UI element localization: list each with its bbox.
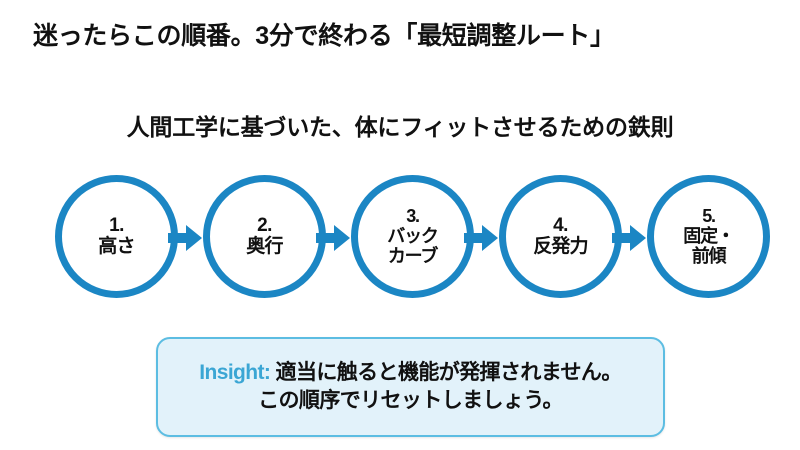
flow-step-3[interactable]: 3. バック カーブ bbox=[351, 175, 474, 298]
flow-step-5-number: 5. bbox=[702, 205, 716, 226]
flow-step-5-label-2: 前傾 bbox=[691, 245, 727, 266]
insight-line-2: この順序でリセットしましょう。 bbox=[258, 389, 563, 412]
insight-callout: Insight: 適当に触ると機能が発揮されません。 この順序でリセットしましょ… bbox=[156, 337, 665, 437]
flow-step-2-number: 2. bbox=[257, 214, 272, 236]
flow-step-3-number: 3. bbox=[406, 205, 420, 226]
flow-step-4-label: 反発力 bbox=[533, 235, 588, 257]
insight-label: Insight: bbox=[199, 361, 276, 385]
flow-step-5-label: 固定・ bbox=[683, 225, 735, 246]
flow-step-2[interactable]: 2. 奥行 bbox=[203, 175, 326, 298]
flow-step-1-number: 1. bbox=[109, 214, 124, 236]
slide-subtitle: 人間工学に基づいた、体にフィットさせるための鉄則 bbox=[126, 114, 674, 140]
process-flow: 1. 高さ 2. 奥行 3. バック カーブ bbox=[0, 170, 800, 305]
arrow-right-icon bbox=[168, 223, 204, 253]
flow-step-4-number: 4. bbox=[553, 214, 568, 236]
flow-step-1-label: 高さ bbox=[98, 235, 135, 257]
insight-text: Insight: 適当に触ると機能が発揮されません。 この順序でリセットしましょ… bbox=[199, 359, 623, 415]
arrow-right-icon bbox=[316, 223, 352, 253]
flow-step-3-label: バック bbox=[387, 225, 439, 246]
flow-step-2-label: 奥行 bbox=[246, 235, 283, 257]
flow-step-5[interactable]: 5. 固定・ 前傾 bbox=[647, 175, 770, 298]
insight-line-1: 適当に触ると機能が発揮されません。 bbox=[275, 361, 623, 385]
arrow-right-icon bbox=[612, 223, 648, 253]
page-title: 迷ったらこの順番。3分で終わる「最短調整ルート」 bbox=[33, 22, 615, 50]
flow-step-4[interactable]: 4. 反発力 bbox=[499, 175, 622, 298]
flow-step-1[interactable]: 1. 高さ bbox=[55, 175, 178, 298]
flow-step-3-label-2: カーブ bbox=[387, 245, 439, 266]
arrow-right-icon bbox=[464, 223, 500, 253]
